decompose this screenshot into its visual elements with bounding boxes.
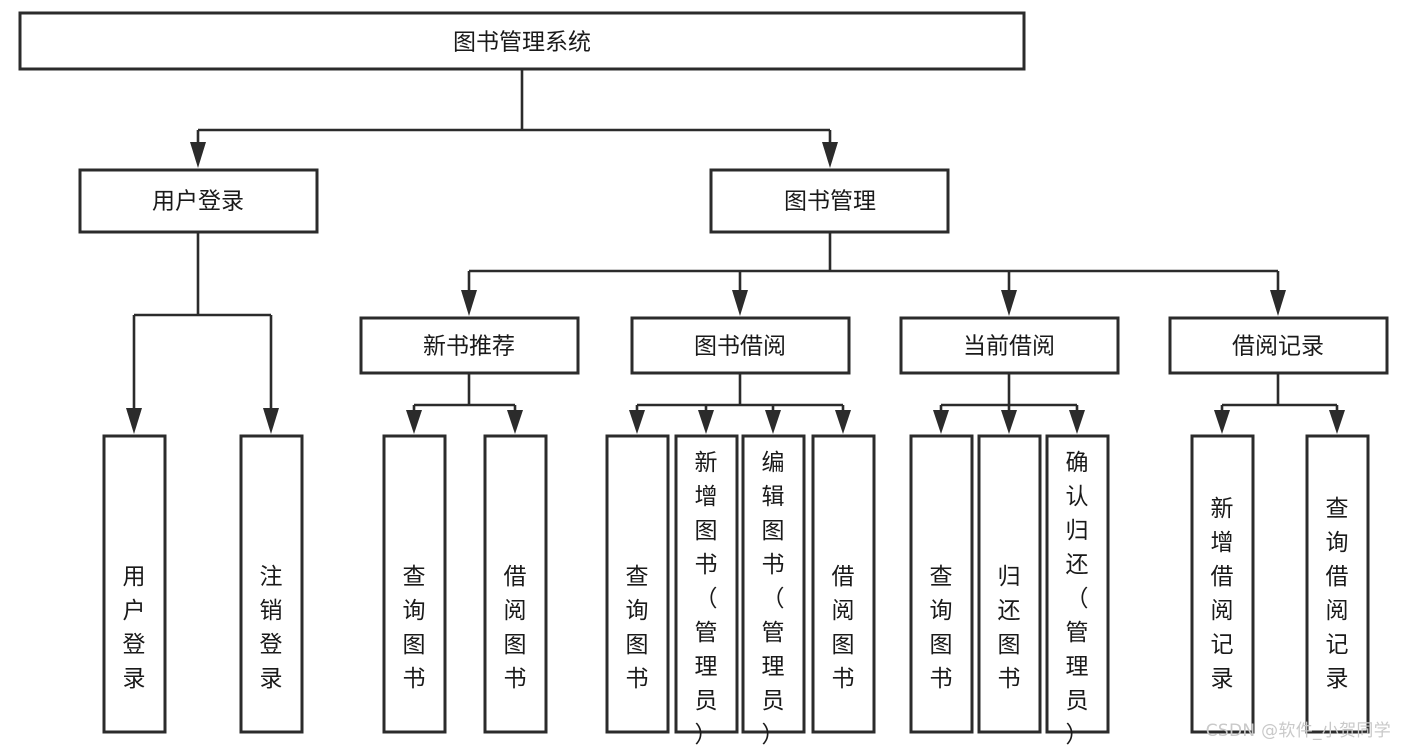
node-bookmgmt-label: 图书管理: [784, 189, 876, 215]
node-leaf5-label: 查询图书: [626, 564, 649, 692]
arrowhead-login: [190, 142, 206, 168]
node-borrow-box[interactable]: [630, 316, 851, 375]
node-borrow-label: 图书借阅: [694, 334, 786, 360]
node-leaf1[interactable]: 用户登录: [102, 434, 167, 734]
node-root-label: 图书管理系统: [453, 30, 591, 56]
arrowhead-current: [1001, 290, 1017, 316]
node-leaf10[interactable]: 归还图书: [977, 434, 1042, 734]
arrowhead-bookmgmt: [822, 142, 838, 168]
arrowhead-leaf3: [406, 410, 422, 434]
arrowhead-newbook: [461, 290, 477, 316]
edges-bookmgmt-to-level3: [461, 232, 1286, 316]
node-borrow[interactable]: 图书借阅: [630, 316, 851, 375]
arrowhead-record: [1270, 290, 1286, 316]
node-leaf6[interactable]: 新增图书（管理员）: [674, 434, 739, 747]
arrowhead-leaf8: [835, 410, 851, 434]
node-leaf12-label: 新增借阅记录: [1211, 496, 1234, 692]
node-bookmgmt-box[interactable]: [709, 168, 950, 234]
node-leaf12-box[interactable]: [1190, 434, 1255, 734]
arrowhead-leaf5: [629, 410, 645, 434]
node-leaf5-box[interactable]: [605, 434, 670, 734]
arrowhead-leaf1: [126, 408, 142, 434]
csdn-watermark: CSDN @软件_小贺同学: [1205, 721, 1391, 741]
node-newbook-box[interactable]: [359, 316, 580, 375]
node-leaf11[interactable]: 确认归还（管理员）: [1045, 434, 1110, 747]
node-leaf8[interactable]: 借阅图书: [811, 434, 876, 734]
arrowhead-leaf9: [933, 410, 949, 434]
edges-record-to-leaves: [1214, 373, 1345, 434]
node-leaf2[interactable]: 注销登录: [239, 434, 304, 734]
node-root-box[interactable]: [18, 11, 1026, 71]
node-leaf9-label: 查询图书: [930, 564, 953, 692]
node-leaf9[interactable]: 查询图书: [909, 434, 974, 734]
node-leaf4[interactable]: 借阅图书: [483, 434, 548, 734]
arrowhead-leaf13: [1329, 410, 1345, 434]
node-leaf3-box[interactable]: [382, 434, 447, 734]
arrowhead-leaf4: [507, 410, 523, 434]
arrowhead-leaf2: [263, 408, 279, 434]
edges-borrow-to-leaves: [629, 373, 851, 434]
node-leaf8-label: 借阅图书: [832, 564, 855, 692]
node-leaf7-box[interactable]: [741, 434, 806, 734]
node-leaf13[interactable]: 查询借阅记录: [1305, 434, 1370, 734]
arrowhead-borrow: [732, 290, 748, 316]
arrowhead-leaf12: [1214, 410, 1230, 434]
node-login-box[interactable]: [78, 168, 319, 234]
arrowhead-leaf11: [1069, 410, 1085, 434]
node-leaf13-box[interactable]: [1305, 434, 1370, 734]
edges-root-to-level2: [190, 69, 838, 168]
node-bookmgmt[interactable]: 图书管理: [709, 168, 950, 234]
node-leaf3-label: 查询图书: [403, 564, 426, 692]
node-leaf7-label: 编辑图书（管理员）: [762, 450, 785, 747]
arrowhead-leaf7: [765, 410, 781, 434]
node-leaf6-label: 新增图书（管理员）: [695, 450, 718, 747]
node-current[interactable]: 当前借阅: [899, 316, 1120, 375]
node-current-label: 当前借阅: [963, 334, 1055, 360]
node-root[interactable]: 图书管理系统: [18, 11, 1026, 71]
node-leaf11-box[interactable]: [1045, 434, 1110, 734]
node-leaf7[interactable]: 编辑图书（管理员）: [741, 434, 806, 747]
node-record-box[interactable]: [1168, 316, 1389, 375]
node-leaf6-box[interactable]: [674, 434, 739, 734]
node-leaf13-label: 查询借阅记录: [1326, 496, 1349, 692]
arrowhead-leaf6: [698, 410, 714, 434]
node-leaf2-label: 注销登录: [260, 564, 283, 692]
node-leaf5[interactable]: 查询图书: [605, 434, 670, 734]
arrowhead-leaf10: [1001, 410, 1017, 434]
node-leaf10-box[interactable]: [977, 434, 1042, 734]
node-leaf1-label: 用户登录: [123, 564, 146, 692]
edges-current-to-leaves: [933, 373, 1085, 434]
node-leaf8-box[interactable]: [811, 434, 876, 734]
node-current-box[interactable]: [899, 316, 1120, 375]
edges-newbook-to-leaves: [406, 373, 523, 434]
node-leaf3[interactable]: 查询图书: [382, 434, 447, 734]
node-record-label: 借阅记录: [1232, 334, 1324, 360]
node-leaf4-label: 借阅图书: [504, 564, 527, 692]
node-leaf12[interactable]: 新增借阅记录: [1190, 434, 1255, 734]
node-leaf2-box[interactable]: [239, 434, 304, 734]
node-leaf11-label: 确认归还（管理员）: [1066, 450, 1089, 747]
node-login-label: 用户登录: [152, 189, 244, 215]
node-leaf9-box[interactable]: [909, 434, 974, 734]
edges-login-to-leaves: [126, 232, 279, 434]
node-leaf4-box[interactable]: [483, 434, 548, 734]
node-login[interactable]: 用户登录: [78, 168, 319, 234]
node-leaf1-box[interactable]: [102, 434, 167, 734]
node-leaf10-label: 归还图书: [998, 564, 1021, 692]
node-newbook[interactable]: 新书推荐: [359, 316, 580, 375]
node-newbook-label: 新书推荐: [423, 334, 515, 360]
node-record[interactable]: 借阅记录: [1168, 316, 1389, 375]
